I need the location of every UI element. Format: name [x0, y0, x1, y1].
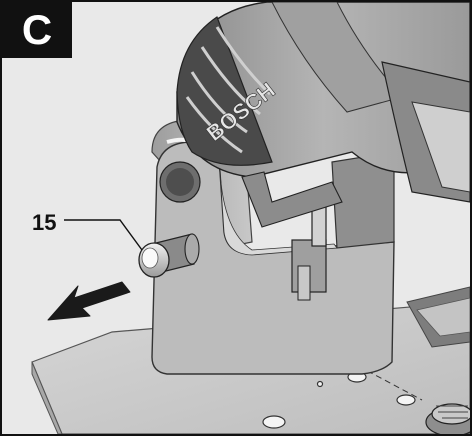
callout-number: 15 — [32, 210, 57, 235]
base-slot-inner — [416, 297, 470, 337]
direction-arrow — [47, 281, 131, 321]
pivot-arm-front — [241, 171, 343, 228]
motor-housing — [176, 2, 470, 203]
base-plate-edge — [31, 361, 63, 434]
locking-pin — [138, 233, 200, 278]
panel-label-badge: C — [2, 2, 72, 58]
dash-line — [331, 351, 423, 401]
depth-stop — [291, 198, 327, 301]
clamp-knob — [425, 403, 470, 434]
callout-leader — [64, 219, 143, 251]
